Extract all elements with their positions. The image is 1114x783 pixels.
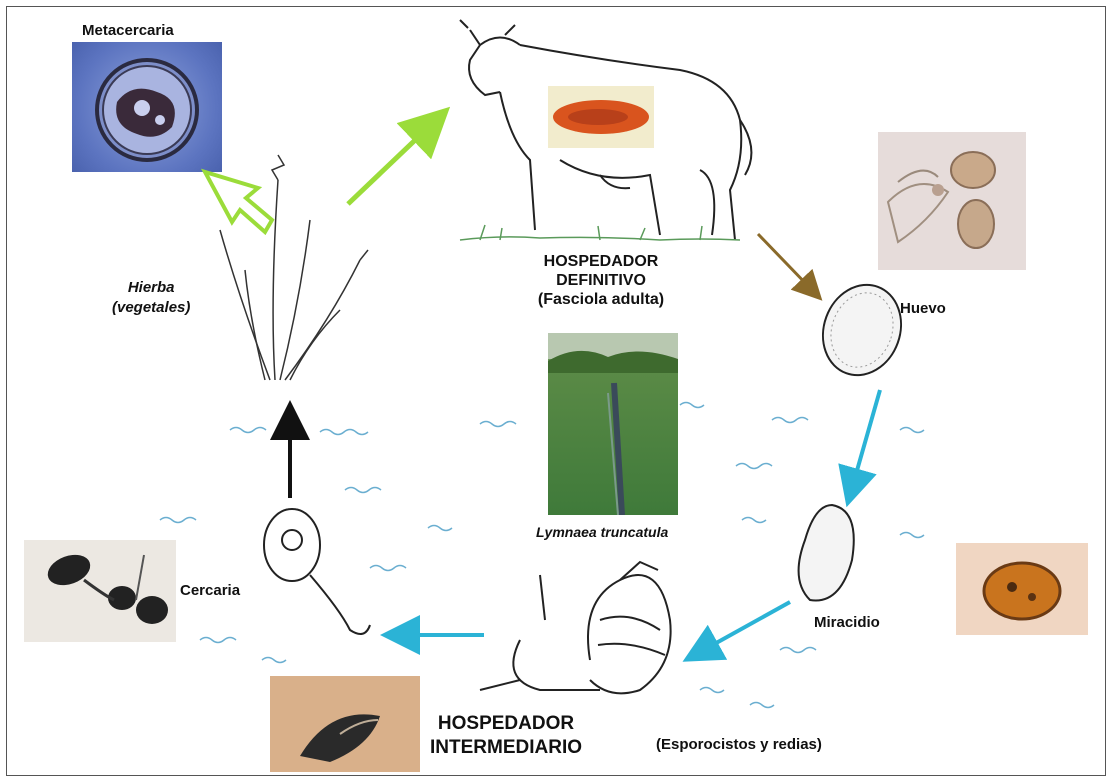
huevo-label: Huevo — [900, 300, 946, 317]
esporocistos-label: (Esporocistos y redias) — [656, 736, 822, 753]
hierba-line2: (vegetales) — [112, 298, 190, 318]
definitive-host-line2: DEFINITIVO — [516, 271, 686, 290]
definitive-host-line3: (Fasciola adulta) — [516, 290, 686, 309]
intermediate-host-line2: INTERMEDIARIO — [430, 736, 582, 760]
definitive-host-label: HOSPEDADOR DEFINITIVO (Fasciola adulta) — [516, 252, 686, 309]
arrow-grass-to-metacercaria — [205, 172, 272, 232]
intermediate-host-label: HOSPEDADOR INTERMEDIARIO — [430, 712, 582, 760]
hierba-label: Hierba (vegetales) — [112, 278, 190, 318]
cercaria-label: Cercaria — [180, 582, 240, 599]
metacercaria-label: Metacercaria — [82, 22, 174, 39]
arrow-grass-to-cow — [348, 124, 432, 204]
hierba-line1: Hierba — [112, 278, 190, 298]
egg-illustration — [811, 274, 914, 386]
arrow-miracidium-to-snail — [700, 602, 790, 652]
cercaria-illustration — [264, 509, 370, 634]
snail-illustration — [480, 562, 671, 693]
arrow-egg-to-miracidium — [852, 390, 880, 488]
miracidium-illustration — [799, 505, 854, 601]
miracidio-label: Miracidio — [814, 614, 880, 631]
grass-illustration — [220, 155, 368, 380]
cow-illustration — [460, 20, 751, 240]
definitive-host-line1: HOSPEDADOR — [516, 252, 686, 271]
lymnaea-label: Lymnaea truncatula — [536, 524, 668, 540]
arrow-cow-to-egg — [758, 234, 812, 290]
intermediate-host-line1: HOSPEDADOR — [430, 712, 582, 736]
